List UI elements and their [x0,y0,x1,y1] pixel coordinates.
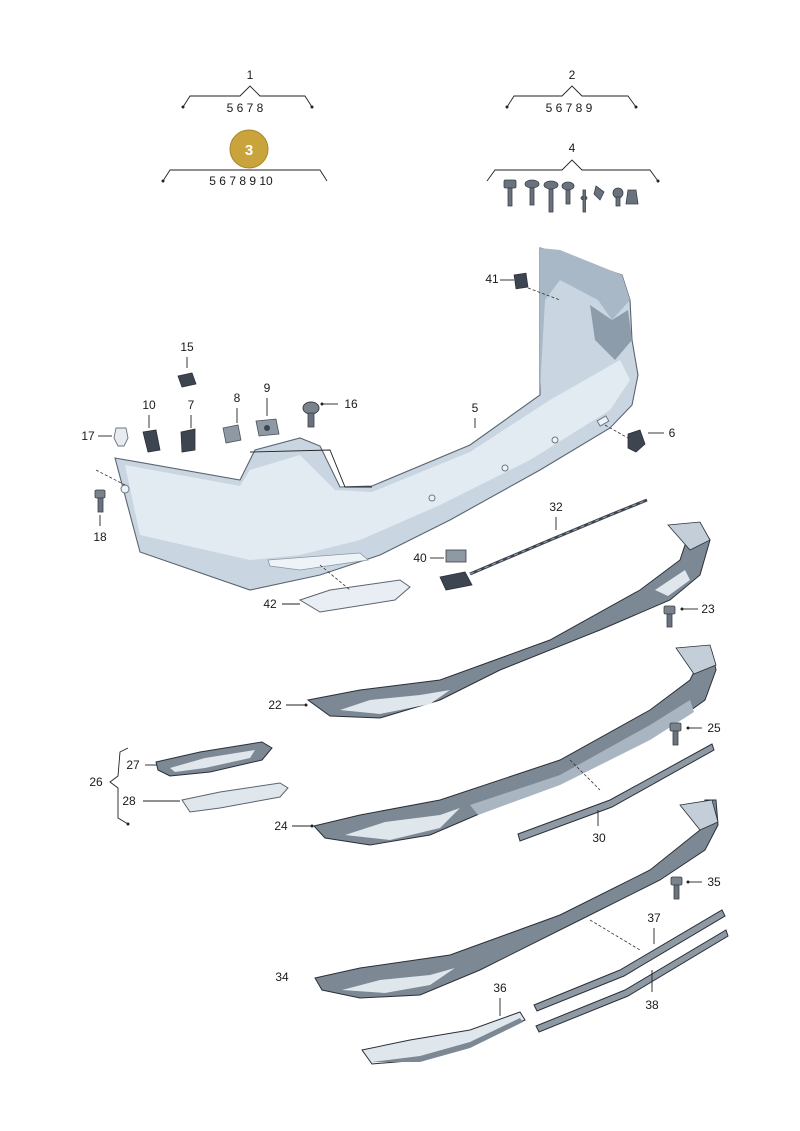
svg-text:41: 41 [485,272,499,286]
kit-3[interactable]: 3 5 6 7 8 9 10 [161,129,328,188]
part-35-screw[interactable]: 35 [670,875,721,900]
svg-text:7: 7 [188,398,195,412]
part-34-diffuser[interactable]: 34 [275,799,719,999]
part-6-sensor[interactable]: 6 [604,424,676,453]
svg-text:5: 5 [472,401,479,415]
kit-3-subparts: 5 6 7 8 9 10 [209,174,273,188]
part-37-trim-strip[interactable]: 37 [533,909,726,1012]
svg-text:42: 42 [263,597,277,611]
kit-4-label: 4 [569,141,576,155]
part-9-clip[interactable]: 9 [255,381,280,437]
part-23-screw[interactable]: 23 [663,602,715,628]
part-24-diffuser[interactable]: 24 [274,644,717,846]
kit-1-label: 1 [247,68,254,82]
part-7-clip[interactable]: 7 [180,398,196,453]
kit-3-label: 3 [245,142,253,159]
svg-text:18: 18 [93,530,107,544]
svg-text:32: 32 [549,500,563,514]
part-16-screw[interactable]: 16 [302,397,358,428]
svg-text:26: 26 [89,775,103,789]
part-26-group[interactable]: 26 [89,747,130,826]
part-40-module[interactable]: 40 [413,549,473,591]
svg-text:9: 9 [264,381,271,395]
svg-text:22: 22 [268,698,282,712]
part-28-trim[interactable]: 28 [122,782,289,813]
svg-text:27: 27 [126,758,140,772]
part-41-bracket[interactable]: 41 [485,272,561,301]
svg-text:38: 38 [645,998,659,1012]
part-32-wiring-harness[interactable]: 32 [469,498,648,576]
svg-text:25: 25 [707,721,721,735]
svg-text:16: 16 [344,397,358,411]
kit-2-label: 2 [569,68,576,82]
bumper-cover[interactable] [95,247,639,591]
kit-2[interactable]: 2 5 6 7 8 9 [505,68,638,115]
part-36-trim[interactable]: 36 [361,981,526,1065]
part-30-trim-strip[interactable]: 30 [517,743,715,845]
svg-text:17: 17 [81,429,95,443]
svg-text:37: 37 [647,911,661,925]
part-10-clip[interactable]: 10 [142,398,161,453]
part-25-screw[interactable]: 25 [669,721,721,746]
part-15-nut[interactable]: 15 [177,340,197,388]
svg-text:28: 28 [122,794,136,808]
part-17-clip[interactable]: 17 [81,427,129,447]
part-42-reflector[interactable]: 42 [263,564,411,613]
kit-1[interactable]: 1 5 6 7 8 [181,68,314,115]
svg-text:8: 8 [234,391,241,405]
kit-1-subparts: 5 6 7 8 [227,101,264,115]
part-8-clip[interactable]: 8 [222,391,242,444]
part-38-trim-strip[interactable]: 38 [535,929,729,1033]
svg-text:15: 15 [180,340,194,354]
part-22-lower-trim[interactable]: 22 [268,521,711,719]
svg-text:40: 40 [413,551,427,565]
kit-3-highlight-badge[interactable] [229,129,269,169]
svg-text:34: 34 [275,970,289,984]
callout-5[interactable]: 5 [472,401,479,428]
fastener-screws-icon [503,179,639,213]
part-18-screw[interactable]: 18 [93,489,107,544]
svg-text:10: 10 [142,398,156,412]
svg-text:36: 36 [493,981,507,995]
part-27-grille[interactable]: 27 [126,741,273,777]
svg-text:35: 35 [707,875,721,889]
svg-text:30: 30 [592,831,606,845]
svg-text:23: 23 [701,602,715,616]
kit-2-subparts: 5 6 7 8 9 [546,101,593,115]
svg-text:24: 24 [274,819,288,833]
svg-text:6: 6 [669,426,676,440]
kit-4[interactable]: 4 [486,141,660,213]
